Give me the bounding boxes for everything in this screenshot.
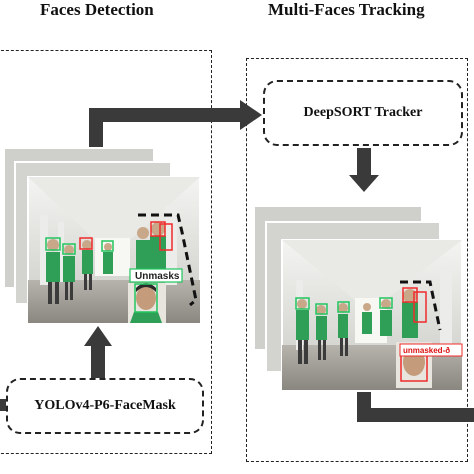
detection-frame-label: Unmasks (135, 271, 180, 282)
arrow-tracker-to-frames (349, 148, 379, 192)
deepsort-tracker-box: DeepSORT Tracker (263, 80, 463, 146)
faces-detection-title: Faces Detection (40, 0, 154, 19)
multi-faces-tracking-title: Multi-Faces Tracking (268, 0, 425, 19)
tracking-frame-stack: unmasked-ð (253, 205, 463, 391)
yolov4-p6-facemask-box: YOLOv4-P6-FaceMask (6, 378, 204, 434)
arrow-input-to-detector (0, 399, 6, 411)
arrow-tracking-output (357, 392, 474, 422)
arrow-detection-to-tracker (89, 100, 262, 154)
multi-faces-tracking-panel (246, 58, 468, 462)
detection-frame-stack: Unmasks (3, 147, 201, 324)
arrow-detector-to-frames (84, 326, 112, 378)
faces-detection-panel (0, 50, 212, 454)
tracking-frame-label: unmasked-ð (403, 346, 450, 355)
